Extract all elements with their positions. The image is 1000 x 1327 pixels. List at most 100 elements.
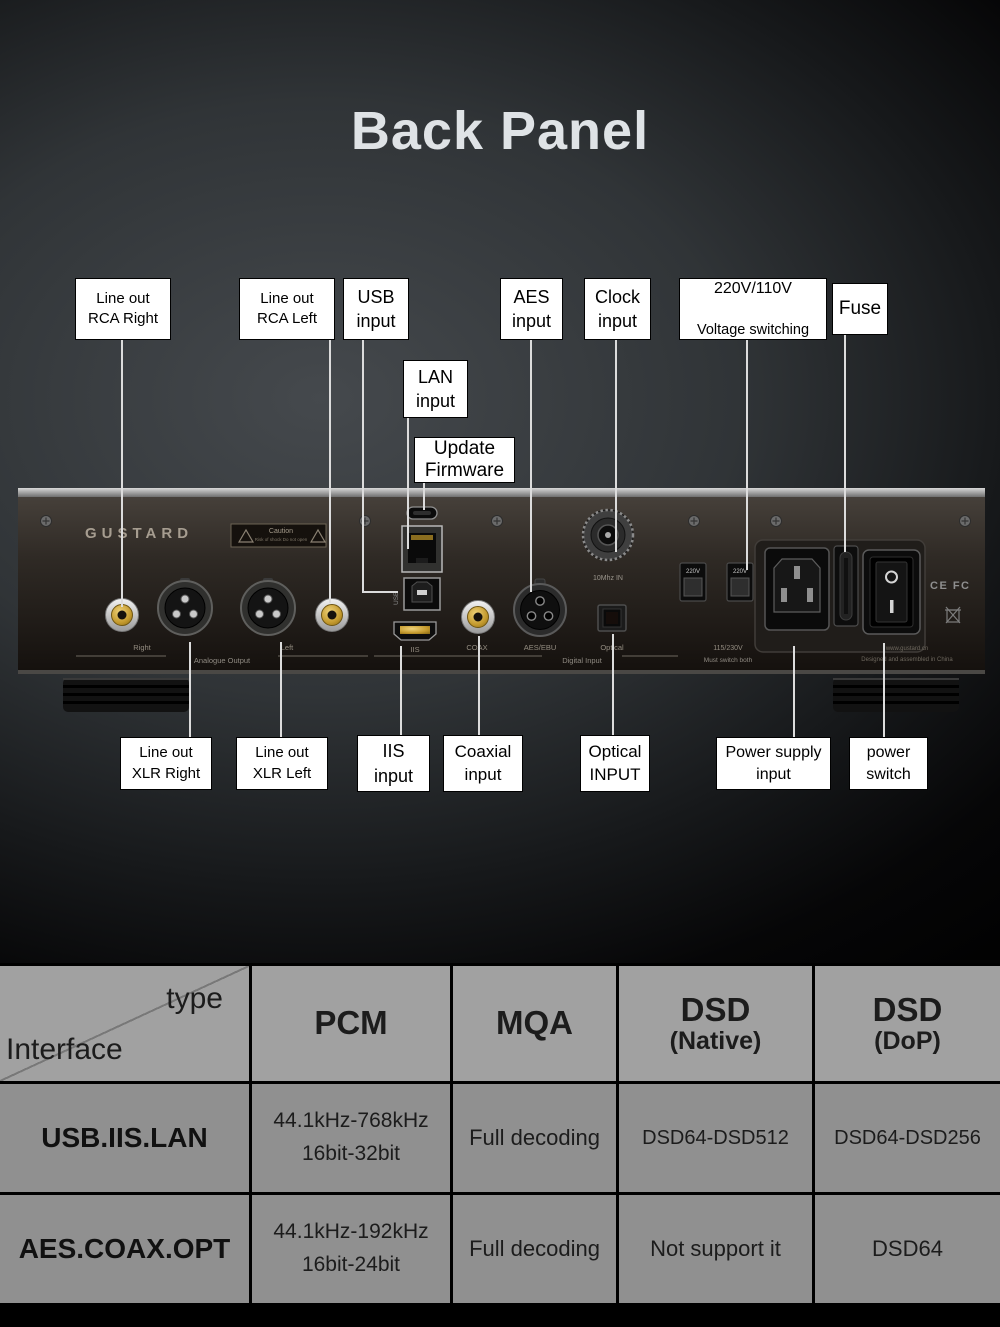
callout-optical-input: Optical INPUT — [580, 735, 650, 792]
callout-clock-input: Clock input — [584, 278, 651, 340]
warning-triangle-icon — [237, 528, 255, 543]
connector-line-fuse — [844, 335, 846, 552]
coax-label: COAX — [466, 643, 487, 652]
connector-line-xlr-right — [189, 642, 191, 737]
row-aes-mqa: Full decoding — [453, 1195, 616, 1303]
caution-label: Caution Risk of shock Do not open — [230, 523, 327, 548]
table-header-dsd-native: DSD (Native) — [619, 966, 812, 1081]
connector-line-coax — [478, 636, 480, 735]
spec-table: type Interface PCM MQA DSD (Native) DSD … — [0, 963, 1000, 1306]
callout-line-out-xlr-left: Line out XLR Left — [236, 737, 328, 790]
connector-line-power-switch — [883, 643, 885, 737]
row-usb-dsd-native: DSD64-DSD512 — [619, 1084, 812, 1192]
connector-line-update-firmware — [423, 483, 425, 510]
callout-coaxial-input: Coaxial input — [443, 735, 523, 792]
device-back-panel: GUSTARD Caution Risk of shock Do not ope… — [18, 488, 985, 712]
row-usb-pcm: 44.1kHz-768kHz 16bit-32bit — [252, 1084, 450, 1192]
callout-iis-input: IIS input — [357, 735, 430, 792]
callout-lan-input: LAN input — [403, 360, 468, 418]
website-label: www.gustard.cn — [885, 646, 928, 652]
table-header-pcm: PCM — [252, 966, 450, 1081]
header-sub: (DoP) — [874, 1026, 941, 1055]
usb-c-port — [406, 506, 438, 520]
connector-line-voltage — [746, 340, 748, 570]
connector-line-lan — [407, 418, 409, 549]
corner-type-label: type — [166, 982, 223, 1015]
aes-xlr-connector — [513, 578, 567, 637]
connector-line-aes — [530, 340, 532, 592]
callout-fuse: Fuse — [832, 283, 888, 335]
row-aes-pcm: 44.1kHz-192kHz 16bit-24bit — [252, 1195, 450, 1303]
callout-power-supply-input: Power supply input — [716, 737, 831, 790]
clock-label: 10Mhz IN — [593, 575, 623, 582]
screw — [688, 515, 700, 527]
xlr-left-connector — [240, 578, 296, 636]
connector-line-xlr-left — [280, 642, 282, 737]
header-main: DSD — [680, 990, 751, 1028]
panel-top-edge — [18, 488, 985, 497]
callout-aes-input: AES input — [500, 278, 563, 340]
fuse-holder — [833, 545, 859, 627]
table-header-dsd-dop: DSD (DoP) — [815, 966, 1000, 1081]
row-aes-dsd-dop: DSD64 — [815, 1195, 1000, 1303]
callout-update-firmware: Update Firmware — [414, 437, 515, 483]
connector-line-clock — [615, 340, 617, 552]
callout-power-switch: power switch — [849, 737, 928, 790]
connector-line-power-supply — [793, 646, 795, 737]
row-aes-interface: AES.COAX.OPT — [0, 1195, 249, 1303]
connector-line-rca-left — [329, 340, 331, 603]
callout-usb-input: USB input — [343, 278, 409, 340]
connector-line-iis — [400, 646, 402, 735]
usb-b-port — [403, 577, 441, 611]
row-aes-dsd-native: Not support it — [619, 1195, 812, 1303]
origin-label: Designed and assembled in China — [861, 657, 953, 663]
iis-hdmi-port — [393, 621, 437, 641]
caution-title: Caution — [269, 528, 293, 535]
rocker-power-switch — [862, 549, 921, 635]
caution-text: Risk of shock Do not open — [255, 537, 308, 542]
callout-line-out-xlr-right: Line out XLR Right — [120, 737, 212, 790]
corner-interface-label: Interface — [6, 1033, 123, 1066]
connector-line-rca-right — [121, 340, 123, 607]
voltage-switch-1: 220V — [679, 562, 707, 602]
voltage-note: Must switch both — [704, 657, 753, 664]
digital-input-label: Digital Input — [562, 656, 603, 665]
left-label: Left — [281, 643, 294, 652]
right-foot — [833, 678, 959, 712]
rca-left-connector — [315, 598, 349, 632]
callout-line-out-rca-right: Line out RCA Right — [75, 278, 171, 340]
analogue-output-label: Analogue Output — [194, 656, 251, 665]
row-usb-dsd-dop: DSD64-DSD256 — [815, 1084, 1000, 1192]
cert-marks: CE FC — [930, 580, 971, 592]
panel-bottom-edge — [18, 670, 985, 674]
voltage-switch-2: 220V — [726, 562, 754, 602]
screw — [491, 515, 503, 527]
row-usb-mqa: Full decoding — [453, 1084, 616, 1192]
header-main: MQA — [496, 1004, 573, 1042]
screw — [770, 515, 782, 527]
voltage-switch-2-label: 220V — [733, 569, 747, 575]
rca-right-connector — [105, 598, 139, 632]
xlr-right-connector — [157, 578, 213, 636]
iis-label: IIS — [410, 645, 419, 654]
page-title: Back Panel — [350, 101, 650, 161]
callout-voltage-switching: 220V/110V Voltage switching — [679, 278, 827, 340]
voltage-switch-1-label: 220V — [686, 569, 700, 575]
row-usb-interface: USB.IIS.LAN — [0, 1084, 249, 1192]
power-inlet — [764, 547, 830, 631]
clock-bnc-connector — [581, 508, 635, 562]
header-main: PCM — [314, 1004, 388, 1042]
connector-line-usb-jog — [362, 591, 398, 593]
usb-port-label: USB — [393, 592, 400, 605]
optical-port — [597, 604, 627, 632]
screw — [40, 515, 52, 527]
table-corner-cell: type Interface — [0, 966, 249, 1081]
right-label: Right — [133, 643, 151, 652]
header-sub: (Native) — [669, 1026, 762, 1055]
table-header-mqa: MQA — [453, 966, 616, 1081]
brand-logo: GUSTARD — [85, 525, 193, 542]
voltage-switching-line2: Voltage switching — [696, 321, 810, 338]
weee-icon — [945, 606, 961, 624]
hourglass-icon — [309, 528, 327, 543]
